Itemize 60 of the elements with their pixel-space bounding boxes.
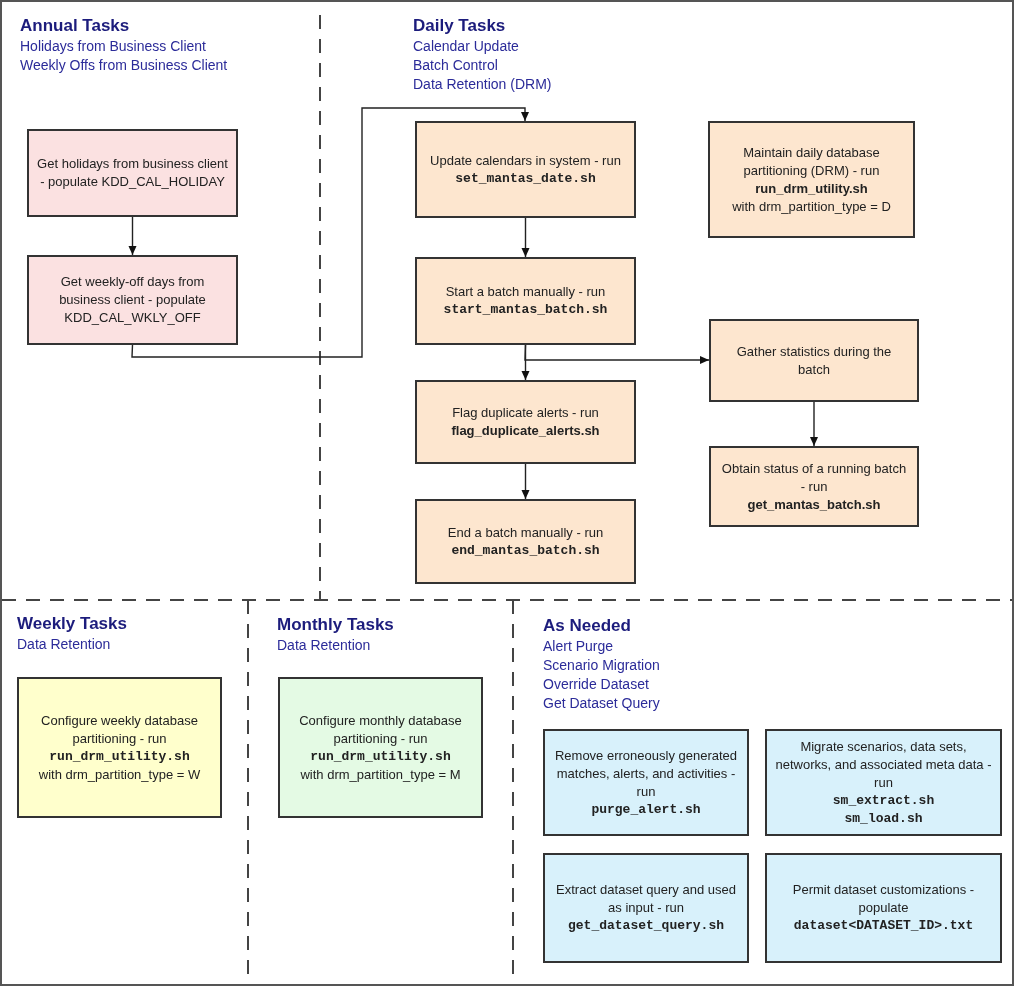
process-box [415, 121, 636, 218]
script-name: sm_load.sh [844, 809, 923, 828]
script-name: get_mantas_batch.sh [747, 495, 881, 514]
script-name: set_mantas_date.sh [455, 169, 596, 188]
process-box [415, 380, 636, 464]
process-box [27, 255, 238, 345]
process-box [543, 729, 749, 836]
arrow [810, 401, 818, 447]
script-name: purge_alert.sh [591, 800, 701, 819]
box-text: Start a batch manually - run [445, 283, 606, 301]
script-name: start_mantas_batch.sh [443, 301, 608, 319]
arrow [521, 463, 530, 500]
section-subtitle: Alert Purge [543, 637, 615, 656]
section-heading: Daily Tasks [413, 15, 507, 37]
box-text: Update calendars in system - run [430, 151, 621, 170]
box-text: Get weekly-off days from business client - populate KDD_CAL_WKLY_OFF [58, 273, 207, 327]
process-box [278, 677, 483, 818]
process-box [765, 853, 1002, 963]
section-subtitle: Holidays from Business Client [20, 37, 207, 56]
box-text: End a batch manually - run [447, 523, 604, 542]
script-name: flag_duplicate_alerts.sh [451, 422, 600, 440]
section-subtitle: Calendar Update [413, 37, 520, 56]
box-text: with drm_partition_type = W [38, 765, 201, 784]
script-name: run_drm_utility.sh [310, 747, 451, 766]
process-box [708, 121, 915, 238]
box-text: Get holidays from business client - populate KDD_CAL_HOLIDAY [37, 155, 228, 191]
section-subtitle: Data Retention (DRM) [413, 75, 552, 94]
process-box [765, 729, 1002, 836]
script-name: get_dataset_query.sh [568, 917, 724, 935]
script-name: sm_extract.sh [832, 791, 935, 810]
script-name: run_drm_utility.sh [755, 179, 868, 198]
script-name: end_mantas_batch.sh [451, 541, 600, 560]
section-subtitle: Data Retention [277, 636, 372, 655]
box-text: Flag duplicate alerts - run [452, 404, 599, 422]
section-subtitle: Get Dataset Query [543, 694, 660, 713]
box-text: with drm_partition_type = M [300, 765, 461, 784]
box-text: Gather statistics during the batch [735, 342, 893, 379]
process-box [415, 499, 636, 584]
section-subtitle: Override Dataset [543, 675, 650, 694]
section-subtitle: Batch Control [413, 56, 499, 75]
script-name: run_drm_utility.sh [49, 747, 190, 766]
process-box [709, 446, 919, 527]
section-heading: Monthly Tasks [277, 614, 394, 636]
arrow [521, 217, 530, 258]
section-subtitle: Weekly Offs from Business Client [20, 56, 228, 75]
process-box [17, 677, 222, 818]
process-box [543, 853, 749, 963]
section-subtitle: Data Retention [17, 635, 112, 654]
arrow [131, 107, 529, 358]
section-heading: As Needed [543, 615, 632, 637]
box-text: with drm_partition_type = D [732, 197, 891, 216]
arrow [524, 344, 710, 364]
arrow [128, 216, 137, 256]
process-box [27, 129, 238, 217]
section-subtitle: Scenario Migration [543, 656, 660, 675]
process-box [709, 319, 919, 402]
section-heading: Annual Tasks [20, 15, 131, 37]
process-box [415, 257, 636, 345]
script-name: dataset<DATASET_ID>.txt [793, 917, 974, 935]
section-heading: Weekly Tasks [17, 613, 127, 635]
